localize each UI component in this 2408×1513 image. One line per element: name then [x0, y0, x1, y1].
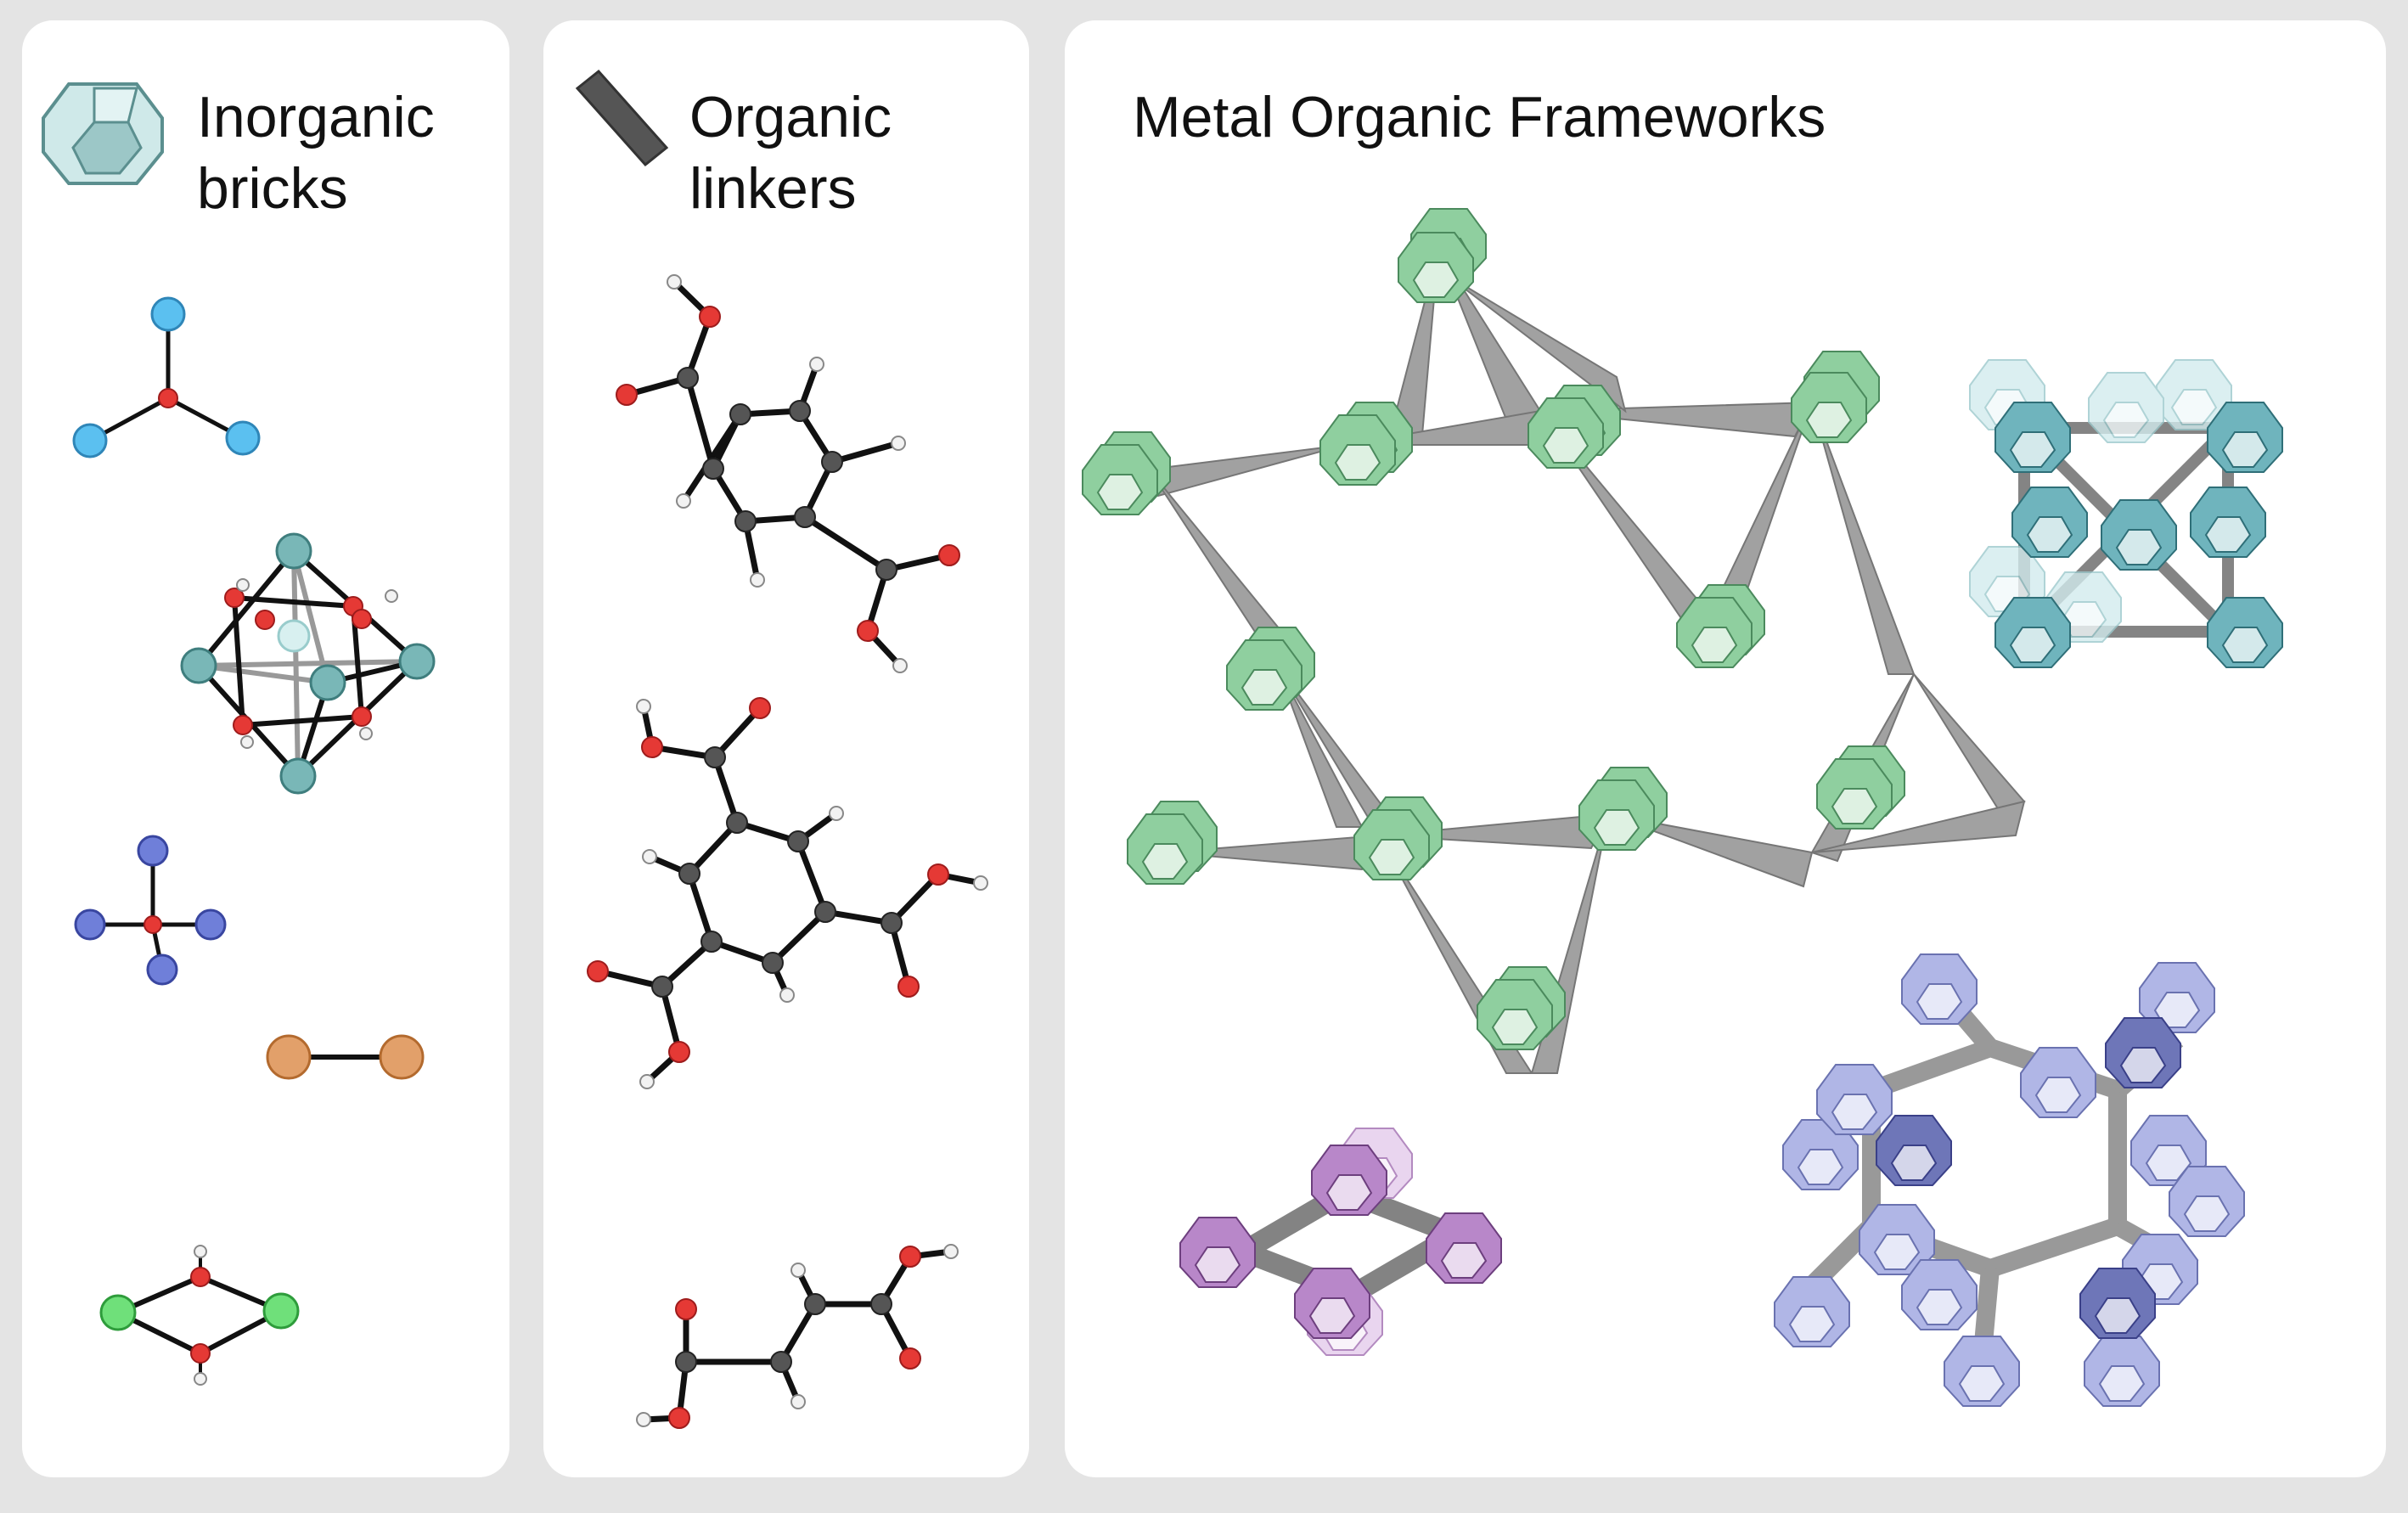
organic-linkers-panel: Organic linkers	[543, 20, 1029, 1477]
dimer-framework	[1179, 1128, 1502, 1356]
trimesic-acid-molecule	[587, 697, 988, 1089]
inorganic-bricks-panel: Inorganic bricks	[22, 20, 509, 1477]
trigonal-brick	[72, 296, 261, 458]
rhombic-brick	[99, 1245, 300, 1386]
panel-title-organic-linkers: Organic linkers	[689, 85, 892, 221]
hexanuclear-cluster	[180, 532, 436, 795]
linker-bar-icon	[575, 69, 669, 167]
mofs-drawing	[1082, 208, 2283, 1407]
linkers-drawing	[575, 69, 988, 1429]
mofs-panel: Metal Organic Frameworks	[1065, 20, 2386, 1477]
panel-title-inorganic-bricks: Inorganic bricks	[197, 85, 435, 221]
tetrahedral-brick	[74, 835, 227, 986]
terephthalic-acid-molecule	[616, 274, 960, 673]
panel-title-mofs: Metal Organic Frameworks	[1133, 85, 1826, 149]
kagome-framework	[1082, 208, 2026, 1074]
cubic-framework	[1969, 359, 2283, 668]
fumaric-acid-molecule	[636, 1244, 959, 1429]
honeycomb-framework	[1774, 953, 2245, 1407]
truncated-octahedron-icon	[42, 82, 164, 185]
bricks-drawing	[42, 82, 436, 1386]
linear-brick	[266, 1034, 425, 1080]
